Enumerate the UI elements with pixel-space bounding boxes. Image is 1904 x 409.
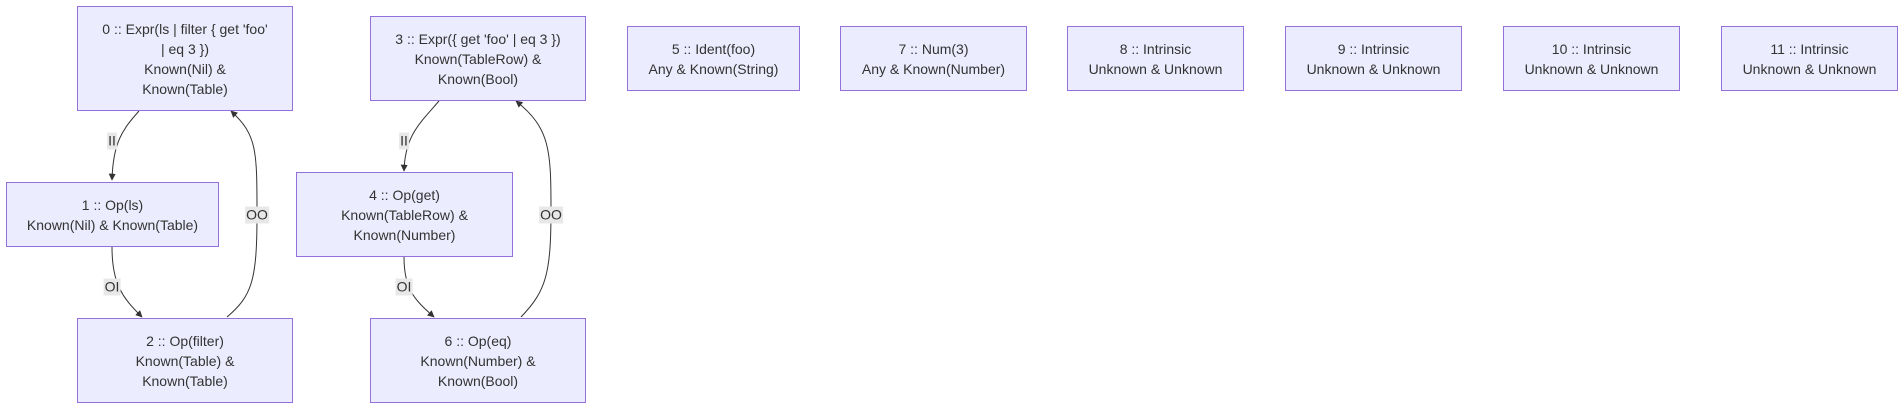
node-2: 2 :: Op(filter) Known(Table) & Known(Tab… [77, 318, 293, 403]
edge-label-0-1: II [107, 132, 117, 150]
node-0: 0 :: Expr(ls | filter { get 'foo' | eq 3… [77, 6, 293, 111]
edge-label-1-2: OI [103, 278, 121, 296]
node-5: 5 :: Ident(foo) Any & Known(String) [627, 26, 800, 91]
node-2-label: 2 :: Op(filter) Known(Table) & Known(Tab… [135, 332, 235, 389]
node-8: 8 :: Intrinsic Unknown & Unknown [1067, 26, 1244, 91]
edge-0-to-1 [108, 110, 140, 181]
edge-label-2-0: OO [245, 206, 269, 224]
edge-3-to-4 [400, 100, 440, 172]
node-4-label: 4 :: Op(get) Known(TableRow) & Known(Num… [341, 186, 468, 243]
node-4: 4 :: Op(get) Known(TableRow) & Known(Num… [296, 172, 513, 257]
node-9: 9 :: Intrinsic Unknown & Unknown [1285, 26, 1462, 91]
node-3: 3 :: Expr({ get 'foo' | eq 3 }) Known(Ta… [370, 16, 586, 101]
node-3-label: 3 :: Expr({ get 'foo' | eq 3 }) Known(Ta… [395, 30, 561, 87]
edge-label-4-6: OI [395, 278, 413, 296]
node-8-label: 8 :: Intrinsic Unknown & Unknown [1088, 40, 1223, 77]
node-11: 11 :: Intrinsic Unknown & Unknown [1721, 26, 1898, 91]
node-10-label: 10 :: Intrinsic Unknown & Unknown [1524, 40, 1659, 77]
node-11-label: 11 :: Intrinsic Unknown & Unknown [1742, 40, 1877, 77]
node-7: 7 :: Num(3) Any & Known(Number) [840, 26, 1027, 91]
edge-label-6-3: OO [539, 206, 563, 224]
node-1: 1 :: Op(ls) Known(Nil) & Known(Table) [6, 182, 219, 247]
node-5-label: 5 :: Ident(foo) Any & Known(String) [648, 40, 779, 77]
node-9-label: 9 :: Intrinsic Unknown & Unknown [1306, 40, 1441, 77]
edge-label-3-4: II [399, 132, 409, 150]
node-0-label: 0 :: Expr(ls | filter { get 'foo' | eq 3… [102, 20, 268, 97]
node-1-label: 1 :: Op(ls) Known(Nil) & Known(Table) [26, 196, 199, 233]
node-6: 6 :: Op(eq) Known(Number) & Known(Bool) [370, 318, 586, 403]
node-10: 10 :: Intrinsic Unknown & Unknown [1503, 26, 1680, 91]
node-6-label: 6 :: Op(eq) Known(Number) & Known(Bool) [420, 332, 536, 389]
node-7-label: 7 :: Num(3) Any & Known(Number) [861, 40, 1006, 77]
